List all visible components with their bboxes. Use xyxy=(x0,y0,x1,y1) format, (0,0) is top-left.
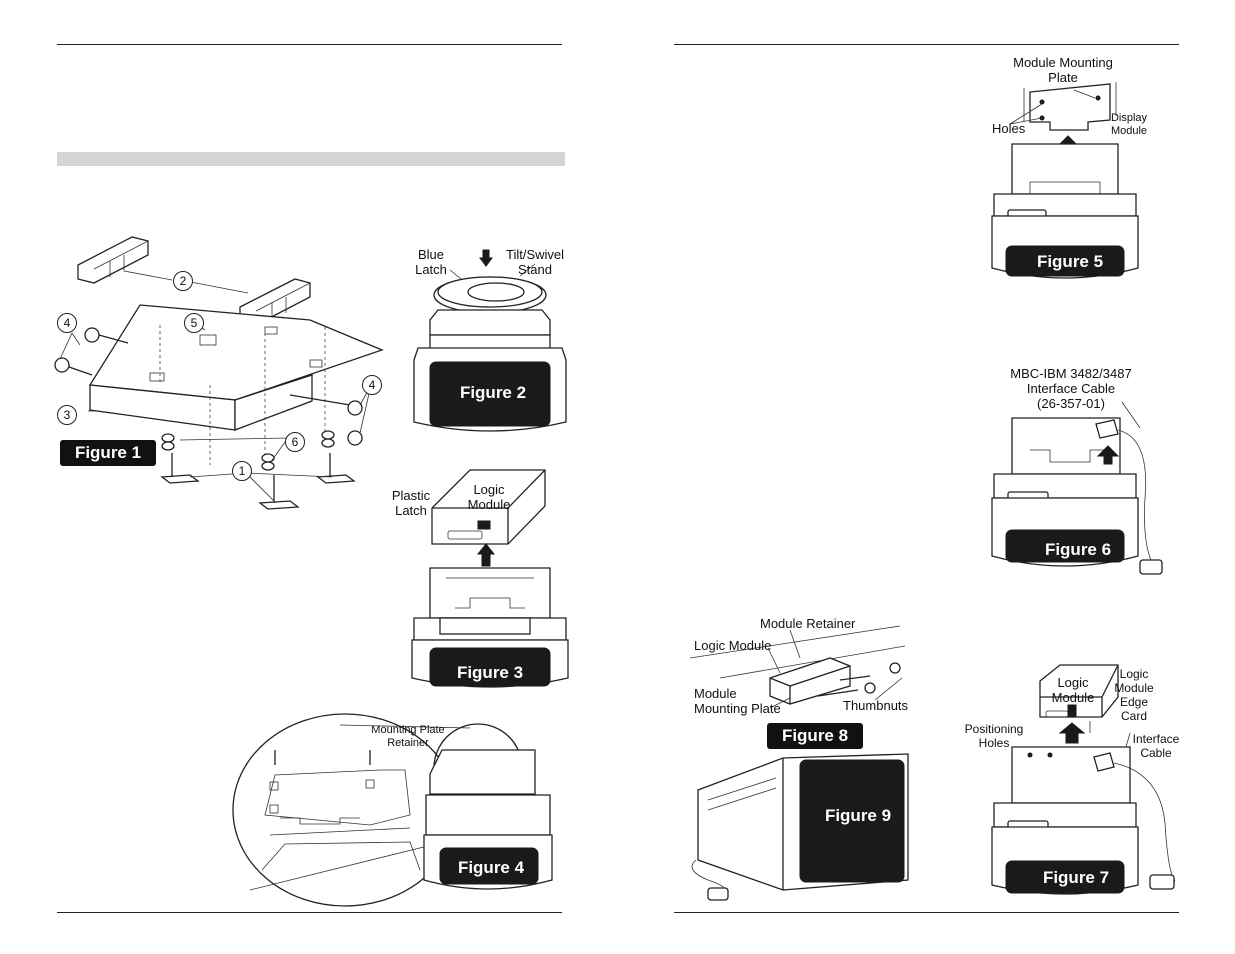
top-rule-left xyxy=(57,44,562,45)
module-mounting-plate-label: Module Mounting Plate xyxy=(1013,55,1113,85)
figure-1-caption: Figure 1 xyxy=(60,440,156,466)
figure-8-caption: Figure 8 xyxy=(767,723,863,749)
figure-5-caption: Figure 5 xyxy=(1036,252,1104,271)
edge-card-label: Logic Module Edge Card xyxy=(1114,667,1154,723)
callout-2: 2 xyxy=(173,271,193,291)
thumbnuts-label: Thumbnuts xyxy=(843,698,909,713)
figure-4-drawing xyxy=(232,713,553,907)
display-module-label: Display Module xyxy=(1110,112,1148,137)
figure-9-caption: Figure 9 xyxy=(824,806,892,825)
holes-label: Holes xyxy=(992,121,1026,136)
figure-2-drawing xyxy=(413,249,567,432)
callout-4-left: 4 xyxy=(57,313,77,333)
fig8-logic-module-label: Logic Module xyxy=(694,638,772,653)
figure-7-drawing xyxy=(991,664,1176,895)
callout-3: 3 xyxy=(57,405,77,425)
figure-3-drawing xyxy=(411,469,569,688)
callout-5: 5 xyxy=(184,313,204,333)
section-header-band xyxy=(57,152,565,166)
tilt-swivel-label: Tilt/Swivel Stand xyxy=(505,247,565,277)
mounting-plate-retainer-label: Mounting Plate Retainer xyxy=(371,724,445,749)
callout-4-right: 4 xyxy=(362,375,382,395)
callout-1: 1 xyxy=(232,461,252,481)
figure-5-drawing xyxy=(991,82,1139,279)
figure-6-drawing xyxy=(991,401,1163,575)
fig7-logic-module-label: Logic Module xyxy=(1051,675,1095,705)
plastic-latch-label: Plastic Latch xyxy=(391,488,431,518)
figure-9-drawing xyxy=(691,753,909,901)
fig7-interface-cable-label: Interface Cable xyxy=(1132,732,1180,760)
figure-7-caption: Figure 7 xyxy=(1042,868,1110,887)
bottom-rule-left xyxy=(57,912,562,913)
figure-1-drawing xyxy=(54,236,384,510)
bottom-rule-right xyxy=(674,912,1179,913)
figure-2-caption: Figure 2 xyxy=(459,383,527,402)
figure-3-caption: Figure 3 xyxy=(456,663,524,682)
figure-4-caption: Figure 4 xyxy=(457,858,525,877)
positioning-holes-label: Positioning Holes xyxy=(964,722,1024,750)
fig8-module-mounting-plate-label: Module Mounting Plate xyxy=(694,686,781,716)
callout-6: 6 xyxy=(285,432,305,452)
fig3-logic-module-label: Logic Module xyxy=(467,482,511,512)
figure-8-drawing xyxy=(689,625,906,709)
top-rule-right xyxy=(674,44,1179,45)
module-retainer-label: Module Retainer xyxy=(760,616,856,631)
blue-latch-label: Blue Latch xyxy=(415,247,447,277)
interface-cable-label: MBC-IBM 3482/3487 Interface Cable (26-35… xyxy=(1010,366,1132,411)
figure-6-caption: Figure 6 xyxy=(1044,540,1112,559)
